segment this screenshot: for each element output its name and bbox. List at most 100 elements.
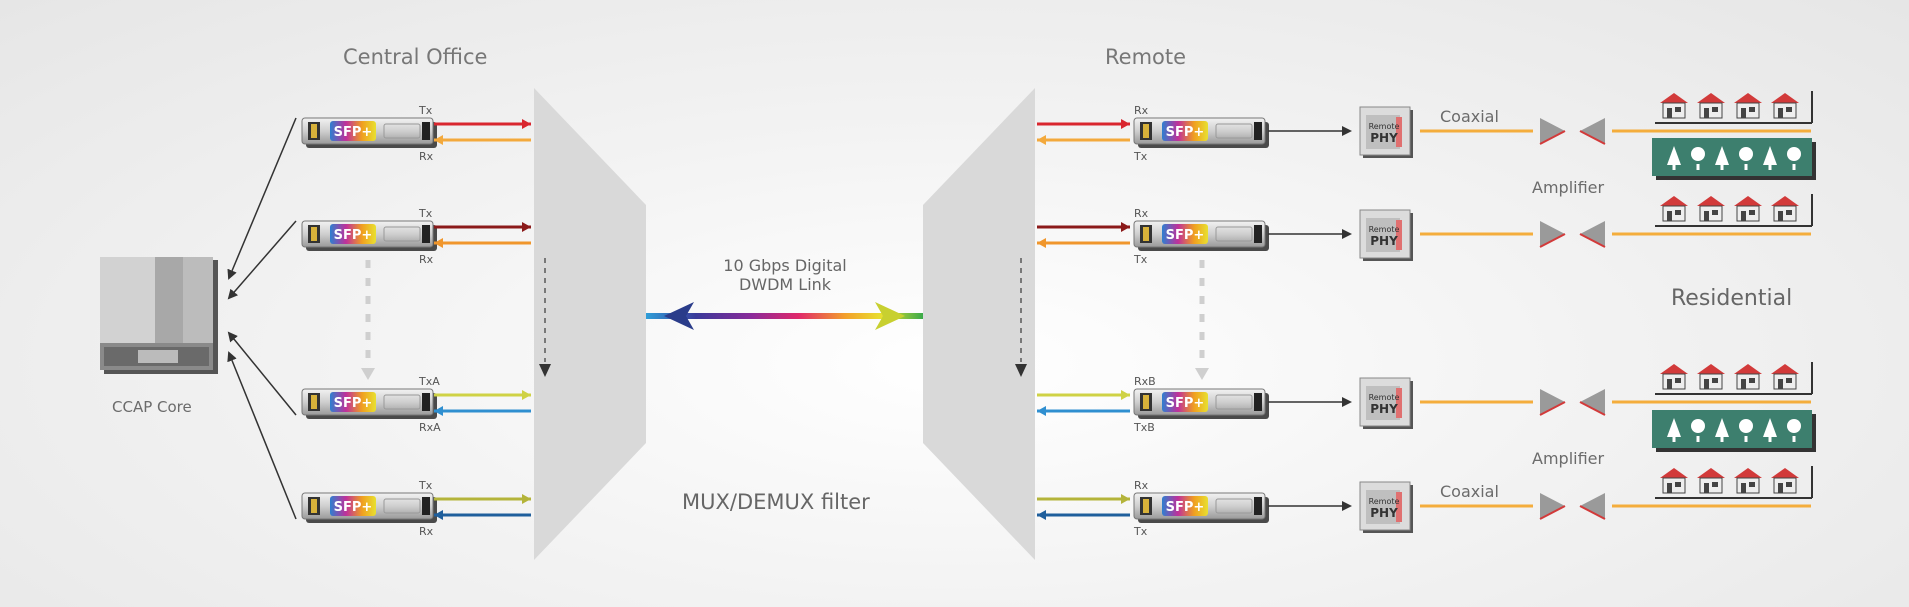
remote-module-3-top-label: RxB [1134,375,1156,388]
coaxial-label-top: Coaxial [1440,107,1499,126]
central-fiber-ch12-head [522,119,531,129]
residential-label: Residential [1671,286,1793,311]
sfp-label-text: SFP+ [1166,396,1205,411]
house-icon [1734,196,1762,222]
central-module-2-top-label: Tx [419,207,433,220]
sfp-label-text: SFP+ [334,500,373,515]
central-fiber-ch61-head [434,510,443,520]
ccap-link-arrow-3 [227,331,297,416]
sfp-label-badge [330,224,376,244]
house-icon [1660,196,1688,222]
mux-filter-left [534,88,646,560]
house-icon [1660,364,1688,390]
house-icon [1660,468,1688,494]
house-icon [1697,468,1725,494]
central-sfp-module-1: SFP+ [301,117,437,148]
house-icon [1734,364,1762,390]
central-sfp-module-4: SFP+ [301,492,437,523]
remote-fiber-ch56-head [1121,390,1130,400]
tree-icon [1691,419,1705,433]
house-icon [1660,93,1688,119]
tree-icon [1787,419,1801,433]
house-icon [1771,196,1799,222]
remote-fiber-ch60-head [1037,406,1046,416]
house-icon [1734,93,1762,119]
remote-module-1-top-label: Rx [1134,104,1149,117]
house-icon [1771,93,1799,119]
remote-sfp-module-1: SFP+ [1133,117,1269,148]
tree-icon [1667,146,1681,165]
remote-fiber-ch16-head [1037,135,1046,145]
amplifier-1-b [1580,118,1605,144]
amplifier-2-a [1540,221,1565,247]
amplifier-label-bottom: Amplifier [1532,449,1605,468]
central-module-3-top-label: TxA [419,375,440,388]
ccap-core-label: CCAP Core [112,398,192,416]
central-sfp-module-3: SFP+ [301,388,437,419]
link-arrow-left [664,302,694,330]
amplifier-2-b [1580,221,1605,247]
sfp-label-text: SFP+ [334,228,373,243]
tree-icon [1739,419,1753,433]
sfp-label-badge [1162,392,1208,412]
central-module-4-bottom-label: Rx [419,525,434,538]
remote-phy-text-line2: PHY [1370,234,1398,248]
sfp-label-badge [330,392,376,412]
central-module-ellipsis-head [361,368,375,380]
tree-panel-2 [1652,410,1816,452]
remote-title: Remote [1105,45,1187,69]
central-fiber-ch13-head [522,222,531,232]
tree-icon [1787,147,1801,161]
tree-icon [1715,418,1729,437]
tree-icon [1715,146,1729,165]
sfp-label-badge [330,496,376,516]
sfp-label-badge [330,121,376,141]
remote-fiber-ch61-head [1037,510,1046,520]
link-label-line2: DWDM Link [738,275,832,294]
remote-module-ellipsis-head [1195,368,1209,380]
remote-module-4-top-label: Rx [1134,479,1149,492]
remote-phy-text-line1: Remote [1369,225,1400,234]
mux-demux-label: MUX/DEMUX filter [682,490,870,514]
ccap-link-arrow-2 [227,220,297,300]
sfp-label-badge [1162,496,1208,516]
sfp-label-badge [1162,121,1208,141]
remote-phy-text-line2: PHY [1370,506,1398,520]
remote-channel-ellipsis-head [1015,364,1027,377]
remote-fiber-ch12-head [1121,119,1130,129]
amplifier-label-top: Amplifier [1532,178,1605,197]
link-label-line1: 10 Gbps Digital [723,256,847,275]
house-icon [1697,364,1725,390]
tree-icon [1763,418,1777,437]
house-icon [1771,468,1799,494]
central-office-title: Central Office [343,45,488,69]
remote-module-4-bottom-label: Tx [1134,525,1148,538]
tree-icon [1763,146,1777,165]
amplifier-1-a [1540,118,1565,144]
tree-icon [1667,418,1681,437]
remote-module-2-top-label: Rx [1134,207,1149,220]
dwdm-link [646,302,923,330]
remote-fiber-ch57-head [1121,494,1130,504]
house-icon [1771,364,1799,390]
central-module-1-top-label: Tx [419,104,433,117]
central-channel-ellipsis-head [539,364,551,377]
remote-module-1-bottom-label: Tx [1134,150,1148,163]
coaxial-label-bottom: Coaxial [1440,482,1499,501]
amplifier-3-a [1540,389,1565,415]
central-fiber-ch17-head [434,238,443,248]
central-fiber-ch56-head [522,390,531,400]
ccap-link-arrow-1 [227,117,297,280]
central-module-3-bottom-label: RxA [419,421,441,434]
house-icon [1697,196,1725,222]
link-arrow-right [875,302,905,330]
sfp-label-text: SFP+ [334,396,373,411]
ccap-core [100,257,218,374]
tree-icon [1739,147,1753,161]
remote-phy-text-line1: Remote [1369,393,1400,402]
remote-fiber-ch17-head [1037,238,1046,248]
